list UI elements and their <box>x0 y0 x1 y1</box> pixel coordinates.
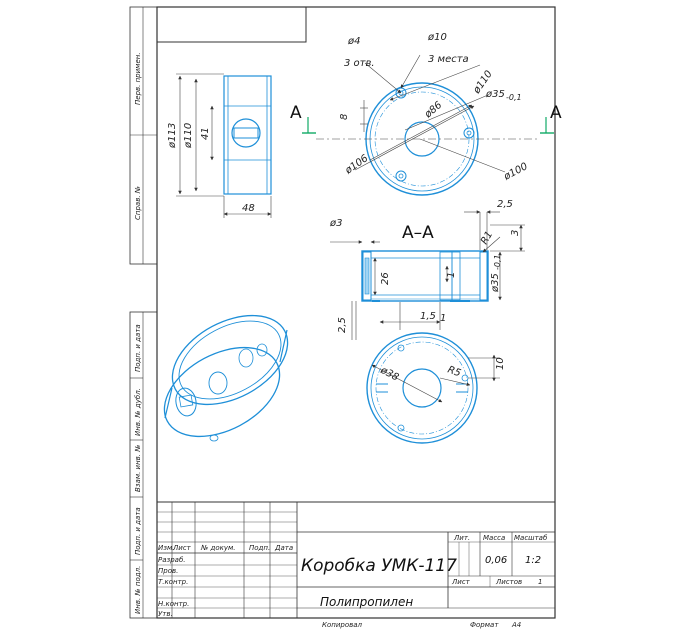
col-izm: Изм. <box>158 544 174 552</box>
format-label: Формат <box>470 621 499 629</box>
row-razrab: Разраб. <box>158 556 186 564</box>
part-material: Полипропилен <box>320 595 413 609</box>
dim-r1: R1 <box>479 229 495 246</box>
part-name: Коробка УМК-117 <box>301 556 457 576</box>
side-margin-columns: Перв. примен. Справ. № Подп. и дата Инв.… <box>129 6 158 619</box>
side-label-vzam-inv: Взам. инв. № <box>134 444 142 492</box>
isometric-view <box>163 314 289 442</box>
dim-d100: ø100 <box>501 161 529 183</box>
dim-v1b: 1 <box>440 313 446 324</box>
section-a-a: A–A ø3 2,5 R1 3 26 1 ø35 -0,1 2,5 1,5 1 <box>329 199 525 340</box>
scale-value: 1:2 <box>525 555 541 566</box>
row-nkontr: Н.контр. <box>158 600 189 608</box>
dim-h8: 8 <box>339 114 350 120</box>
dim-w48: 48 <box>242 203 255 214</box>
dim-d35-sect-tol: -0,1 <box>493 254 502 270</box>
row-prov: Пров. <box>158 567 178 575</box>
row-tkontr: Т.контр. <box>158 578 188 586</box>
dim-d38: ø38 <box>378 364 401 383</box>
dim-v3: 3 <box>510 230 521 236</box>
dim-d106: ø106 <box>343 153 371 177</box>
col-date: Дата <box>274 544 293 552</box>
sheet-label: Лист <box>451 578 471 586</box>
dim-places3: 3 места <box>428 54 469 65</box>
col-sign: Подп. <box>249 544 270 552</box>
dim-d110: ø110 <box>183 123 194 149</box>
dim-d86: ø86 <box>422 100 444 121</box>
dim-holes3: 3 отв. <box>344 58 375 69</box>
dim-d35-sect: ø35 <box>490 273 501 293</box>
section-label: A–A <box>402 223 434 243</box>
title-block: Изм. Лист № докум. Подп. Дата Разраб. Пр… <box>156 501 556 629</box>
dim-v1: 1 <box>446 272 457 278</box>
dim-d35-top: ø35 <box>485 89 505 100</box>
side-label-sprav-no: Справ. № <box>134 186 142 220</box>
side-label-inv-podl: Инв. № подл. <box>134 566 142 614</box>
side-view: ø113 ø110 41 48 <box>167 73 272 218</box>
cut-label-left: A <box>290 103 302 123</box>
dim-25-top: 2,5 <box>497 199 513 210</box>
side-label-podp-data-1: Подп. и дата <box>134 324 142 372</box>
cut-label-right: A <box>550 103 562 123</box>
top-view: A A ø4 3 отв. ø10 3 места ø110 ø35 -0,1 … <box>290 32 562 196</box>
dim-d4: ø4 <box>347 36 360 47</box>
lit-label: Лит. <box>453 534 470 542</box>
kopiroval-label: Копировал <box>322 621 363 629</box>
side-label-podp-data-2: Подп. и дата <box>134 507 142 555</box>
side-label-inv-dubl: Инв. № дубл. <box>134 388 142 436</box>
side-label-perv-primen: Перв. примен. <box>134 52 142 105</box>
dim-d10: ø10 <box>427 32 447 43</box>
dim-d3: ø3 <box>329 218 342 229</box>
dim-d35-top-tol: -0,1 <box>506 93 522 102</box>
bottom-view: ø38 R5 10 <box>366 332 506 444</box>
col-doc: № докум. <box>200 544 236 552</box>
col-list: Лист <box>172 544 192 552</box>
dim-h41: 41 <box>200 127 211 140</box>
massa-label: Масса <box>483 534 505 542</box>
masshtab-label: Масштаб <box>514 534 548 542</box>
dim-r5: R5 <box>446 364 462 379</box>
format-value: A4 <box>511 621 521 629</box>
dim-v10: 10 <box>495 357 506 370</box>
sheets-label: Листов <box>495 578 522 586</box>
dim-d113: ø113 <box>167 123 178 149</box>
massa-value: 0,06 <box>485 555 507 566</box>
dim-v25-bottom: 2,5 <box>337 317 348 333</box>
sheets-value: 1 <box>538 578 542 586</box>
row-utv: Утв. <box>158 610 173 618</box>
dim-v26: 26 <box>380 272 391 285</box>
dim-v15: 1,5 <box>420 311 436 322</box>
